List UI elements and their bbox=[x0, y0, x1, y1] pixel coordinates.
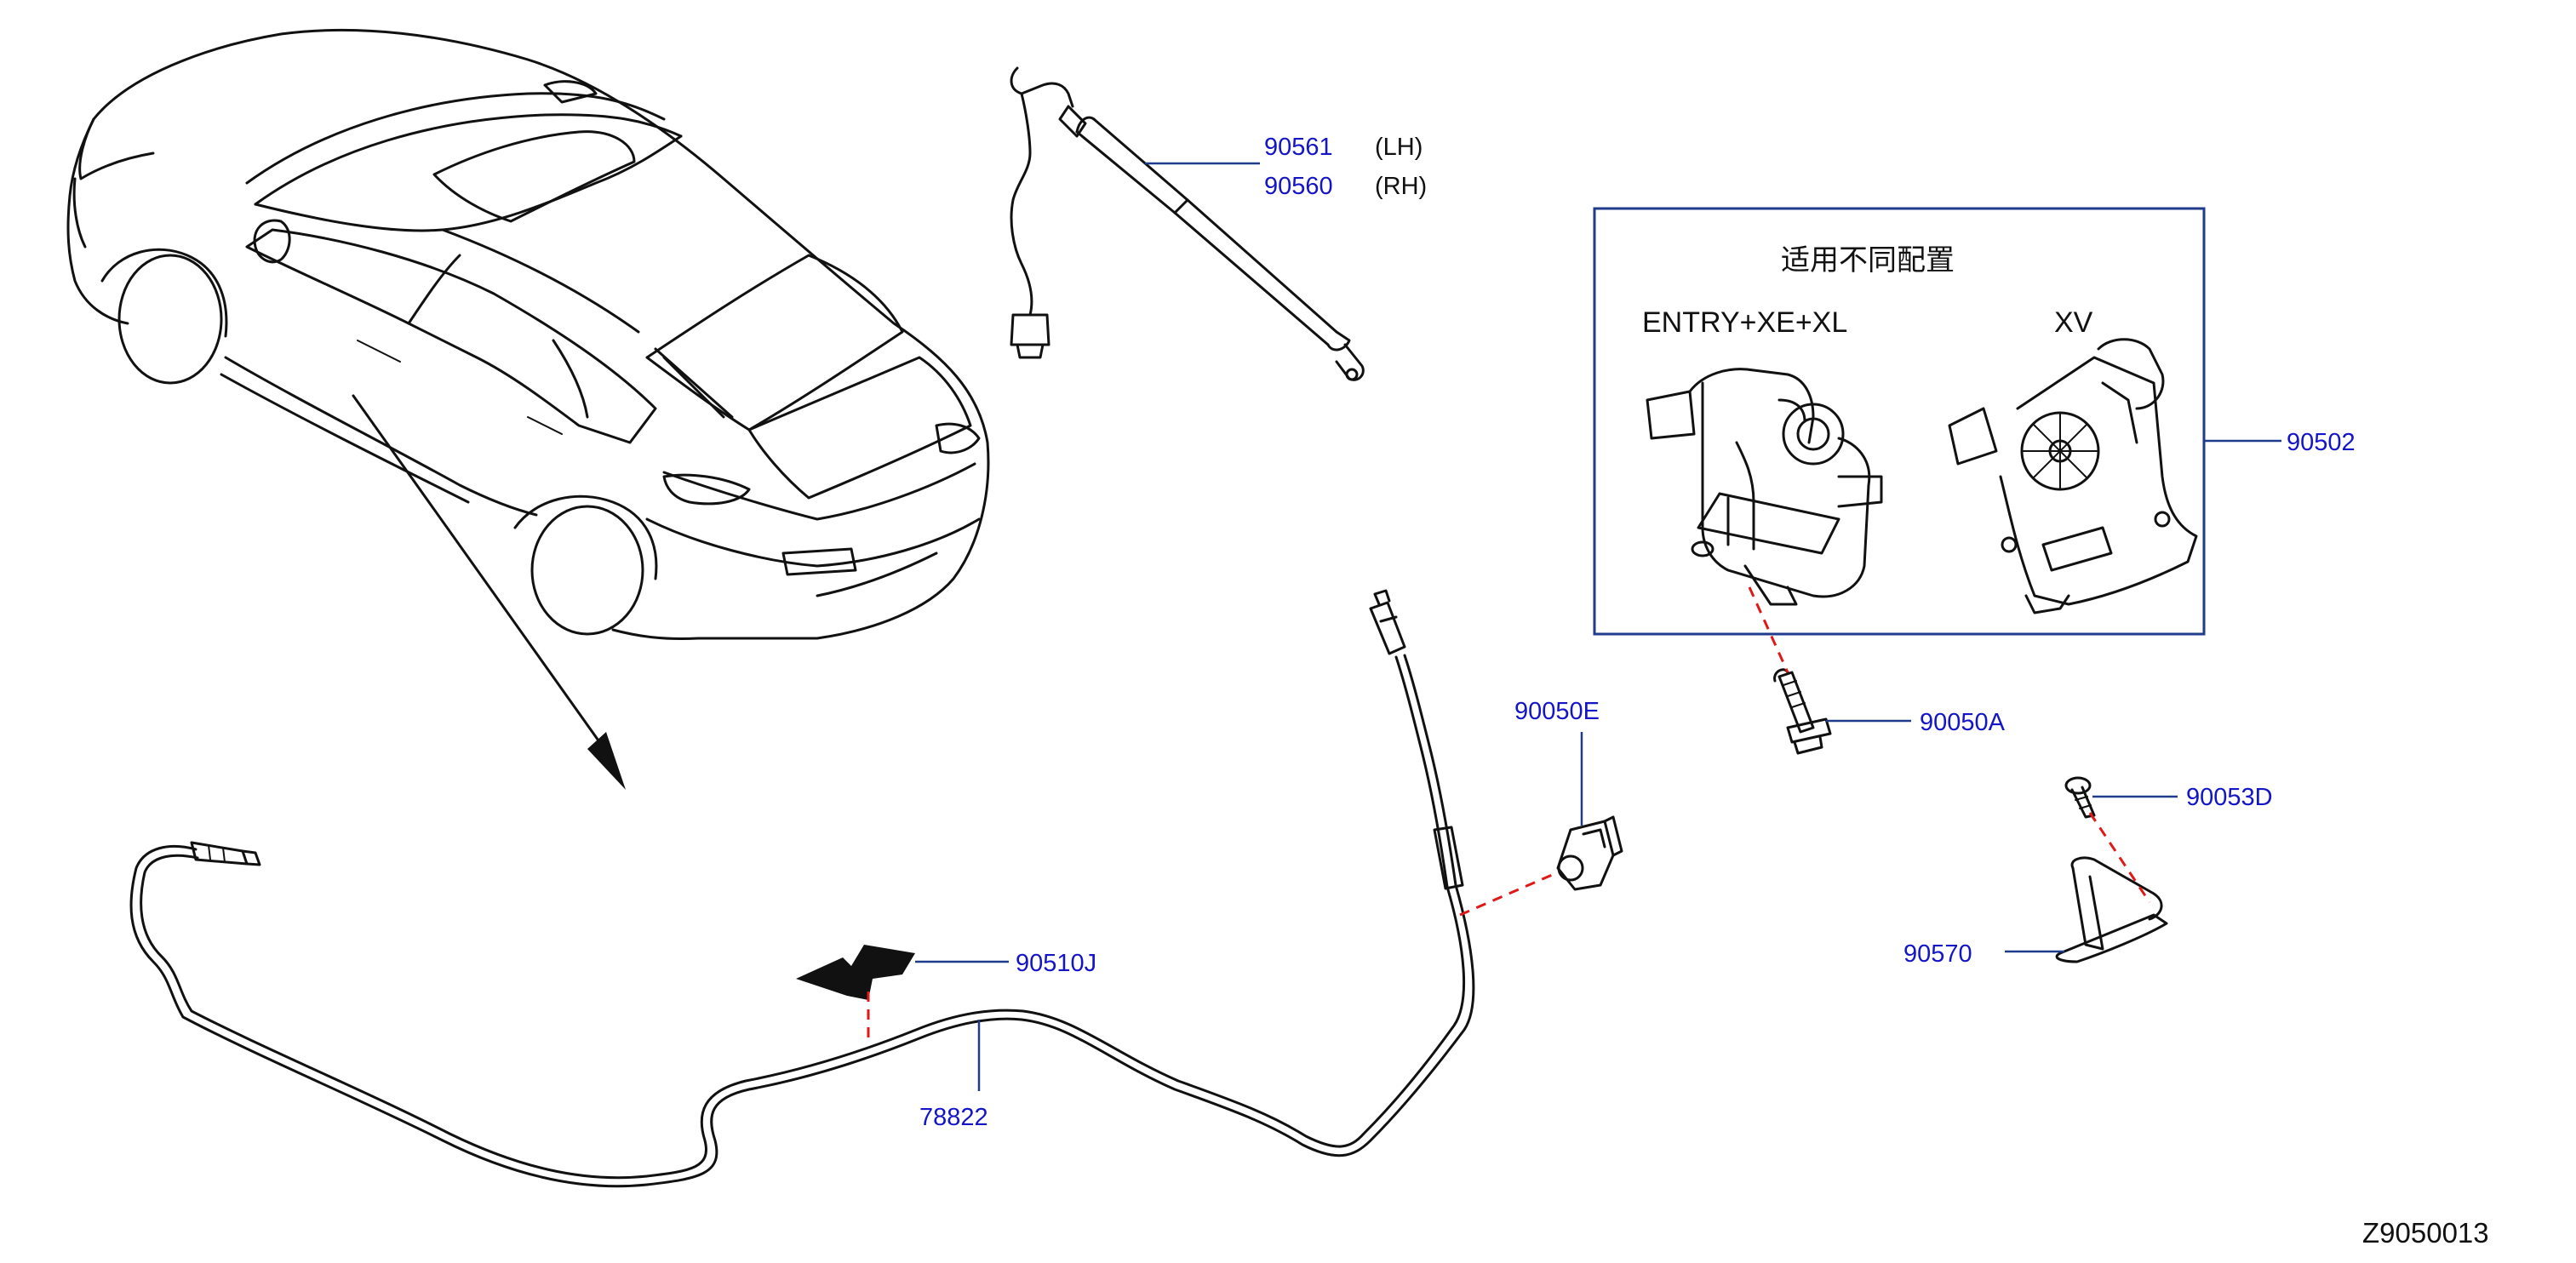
clip-drawing bbox=[1556, 815, 1623, 891]
diagram-code: Z9050013 bbox=[2362, 1217, 2489, 1249]
part-number-90053D[interactable]: 90053D bbox=[2186, 784, 2273, 811]
latch-actuator-left-drawing bbox=[1646, 368, 1883, 606]
dash-latch-to-bolt bbox=[1748, 586, 1789, 673]
side-label-lh: (LH) bbox=[1375, 134, 1423, 161]
dash-screw-to-striker bbox=[2088, 812, 2151, 903]
part-number-90510J[interactable]: 90510J bbox=[1016, 950, 1096, 977]
part-number-90050A[interactable]: 90050A bbox=[1920, 709, 2006, 736]
lift-strut-drawing bbox=[1010, 66, 1365, 381]
vehicle-illustration bbox=[66, 28, 990, 641]
bolt-drawing bbox=[1773, 668, 1832, 755]
side-label-rh: (RH) bbox=[1375, 173, 1427, 200]
part-number-90050E[interactable]: 90050E bbox=[1514, 698, 1600, 725]
part-number-90502[interactable]: 90502 bbox=[2287, 429, 2356, 456]
dash-harness-to-clip bbox=[1459, 871, 1559, 917]
screw-drawing bbox=[2064, 776, 2096, 819]
part-number-78822[interactable]: 78822 bbox=[919, 1104, 988, 1131]
latch-actuator-right-drawing bbox=[1948, 338, 2198, 614]
harness-drawing bbox=[129, 589, 1475, 1188]
part-number-90570[interactable]: 90570 bbox=[1903, 940, 1972, 968]
options-box-title: 适用不同配置 bbox=[1781, 243, 1955, 277]
part-number-90560[interactable]: 90560 bbox=[1264, 173, 1333, 200]
variant-label-left: ENTRY+XE+XL bbox=[1642, 306, 1847, 339]
clamp-drawing bbox=[796, 945, 915, 1000]
striker-drawing bbox=[2055, 856, 2168, 963]
variant-label-right: XV bbox=[2054, 306, 2093, 339]
callout-arrow bbox=[352, 394, 626, 790]
options-box bbox=[1593, 207, 2206, 636]
part-number-90561[interactable]: 90561 bbox=[1264, 134, 1333, 161]
